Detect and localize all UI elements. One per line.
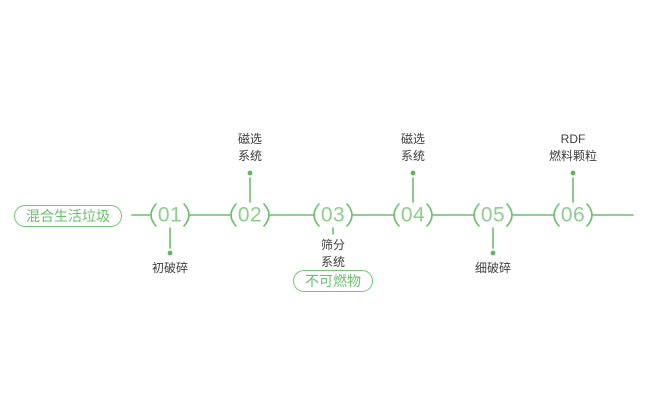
step-bracket-left xyxy=(230,203,237,227)
start-node-pill: 混合生活垃圾 xyxy=(14,205,122,227)
connector-dot xyxy=(167,250,173,256)
step-06-label: RDF 燃料颗粒 xyxy=(548,132,598,164)
step-bracket-right xyxy=(183,203,190,227)
step-bracket-left xyxy=(313,203,320,227)
step-01-label: 初破碎 xyxy=(151,261,189,275)
step-bracket-left xyxy=(553,203,560,227)
step-bracket-left xyxy=(393,203,400,227)
step-06-number: 06 xyxy=(560,203,586,227)
step-bracket-right xyxy=(346,203,353,227)
connector-dot xyxy=(247,170,253,176)
step-bracket-right xyxy=(586,203,593,227)
connector-dot xyxy=(490,250,496,256)
step-05-label: 细破碎 xyxy=(474,261,512,275)
step-02-label: 磁选 系统 xyxy=(237,132,263,164)
step-03-label: 筛分 系统 xyxy=(320,238,346,270)
step-04-label: 磁选 系统 xyxy=(400,132,426,164)
step-bracket-right xyxy=(506,203,513,227)
step-bracket-left xyxy=(150,203,157,227)
step-bracket-right xyxy=(263,203,270,227)
connector-dot xyxy=(410,170,416,176)
step-bracket-right xyxy=(426,203,433,227)
step-bracket-left xyxy=(473,203,480,227)
step-01-number: 01 xyxy=(157,203,183,227)
connector-dot xyxy=(570,170,576,176)
step-04-number: 04 xyxy=(400,203,426,227)
noncombustible-tag-pill: 不可燃物 xyxy=(293,270,373,292)
step-02-number: 02 xyxy=(237,203,263,227)
step-03-number: 03 xyxy=(320,203,346,227)
step-05-number: 05 xyxy=(480,203,506,227)
